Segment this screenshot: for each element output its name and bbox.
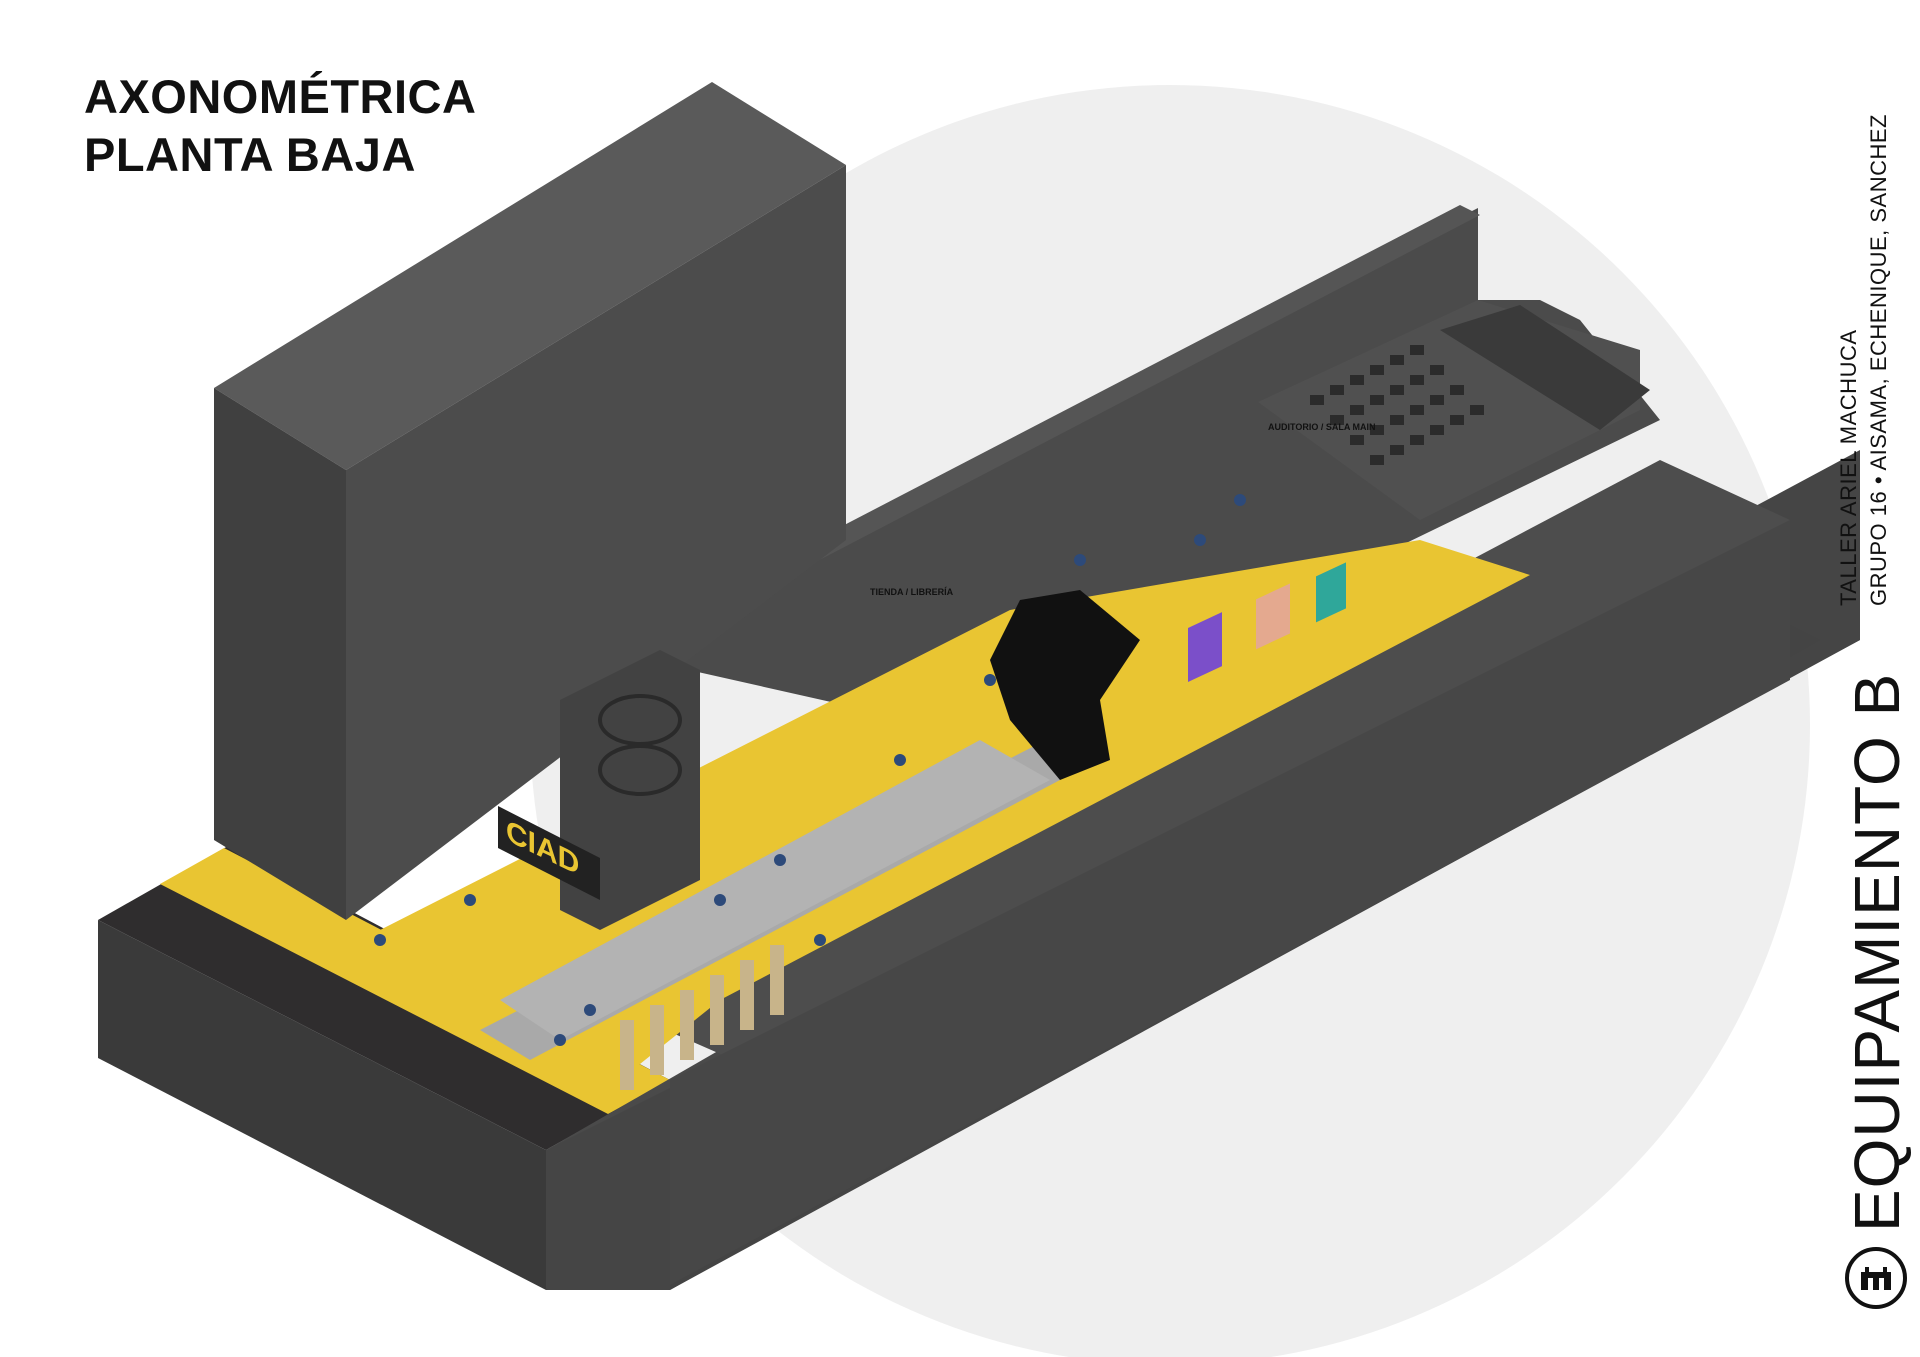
tower-front (346, 165, 846, 920)
panel-teal (1316, 562, 1346, 623)
stage (1440, 305, 1650, 430)
tower-left (214, 388, 346, 920)
gallery-floor-2 (500, 740, 1050, 1040)
group-label: GRUPO 16 • AISAMA, ECHENIQUE, SANCHEZ (1866, 114, 1891, 606)
studio-label: TALLER ARIEL MACHUCA (1836, 329, 1861, 606)
auditorium-sign: AUDITORIO / SALA MAIN (1268, 422, 1376, 432)
store-sign-plate (498, 806, 600, 900)
black-staircase (990, 590, 1140, 780)
auditorium-seats (1310, 345, 1484, 465)
tower-top (214, 82, 846, 470)
page-title: AXONOMÉTRICA PLANTA BAJA (84, 68, 476, 184)
project-title: EQUIPAMIENTO B (1841, 672, 1913, 1232)
title-line-2: PLANTA BAJA (84, 128, 416, 181)
back-wall-top (700, 205, 1480, 612)
panel-purple (1188, 612, 1222, 683)
sidewalk-front (98, 920, 546, 1290)
title-line-1: AXONOMÉTRICA (84, 70, 477, 123)
people (374, 494, 1246, 1046)
shop-sign: TIENDA / LIBRERÍA (870, 587, 954, 597)
building-logo-icon (1845, 1247, 1907, 1309)
panel-salmon (1256, 583, 1290, 650)
spiral-stair-ring (598, 744, 682, 796)
shelving (620, 945, 784, 1090)
front-mass-top (620, 460, 1790, 1080)
front-mass-face (670, 520, 1790, 1285)
